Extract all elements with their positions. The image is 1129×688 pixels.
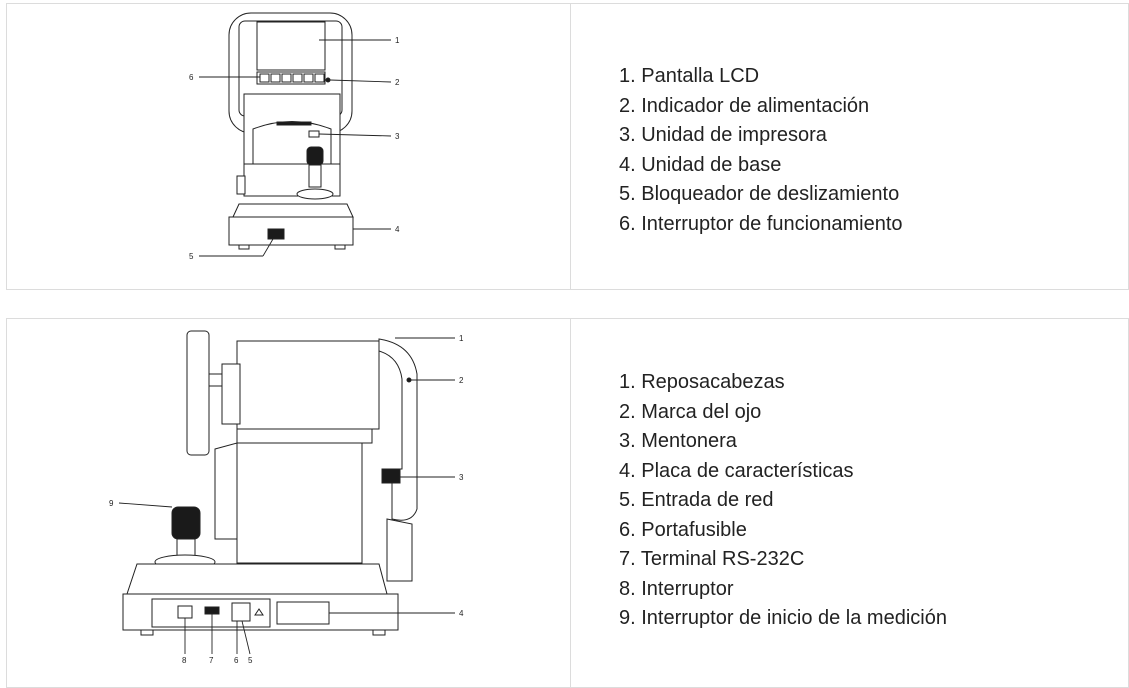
side-knob	[236, 175, 246, 195]
face-rest-column	[386, 518, 413, 582]
slide-lock	[267, 228, 285, 240]
callout-7: 7	[209, 656, 214, 665]
callout-4: 4	[395, 225, 400, 234]
head-lower-ring	[236, 428, 373, 444]
eye-mark	[406, 377, 412, 383]
legend-item: 3. Unidad de impresora	[619, 124, 827, 146]
callout-4: 4	[459, 609, 464, 618]
operation-switches	[259, 73, 325, 83]
callout-9: 9	[109, 499, 114, 508]
front-view-diagram: 1 2 3 4 5 6	[7, 4, 570, 289]
measuring-head	[236, 340, 380, 430]
legend-item: 4. Unidad de base	[619, 153, 782, 176]
legend-item: 7. Terminal RS-232C	[619, 548, 805, 570]
legend-item: 2. Marca del ojo	[619, 400, 762, 423]
joystick-shaft	[308, 164, 322, 188]
rating-plate	[276, 601, 330, 625]
callout-5: 5	[189, 252, 194, 261]
callout-1: 1	[395, 36, 400, 45]
legend-item: 8. Interruptor	[619, 577, 734, 600]
legend-item: 5. Bloqueador de deslizamiento	[619, 183, 900, 205]
callout-3: 3	[459, 473, 464, 482]
column-divider	[570, 4, 571, 289]
chin-rest	[381, 468, 401, 484]
callout-2: 2	[395, 78, 400, 87]
column-divider	[570, 319, 571, 687]
legend-item: 1. Pantalla LCD	[619, 65, 760, 87]
sliding-base	[232, 203, 354, 218]
legend-item: 6. Interruptor de funcionamiento	[619, 212, 903, 235]
lower-body	[236, 442, 363, 564]
joystick-knob	[171, 506, 201, 540]
ac-inlet	[231, 602, 251, 622]
joystick-base	[296, 188, 334, 200]
legend-item: 1. Reposacabezas	[619, 371, 785, 393]
legend-item: 9. Interruptor de inicio de la medición	[619, 607, 947, 629]
power-indicator-lamp	[325, 77, 331, 83]
side-view-diagram: 1 2 3 4 5 6 7 8 9	[7, 319, 570, 687]
callout-2: 2	[459, 376, 464, 385]
warning-symbol	[254, 608, 264, 616]
rs232c-terminal	[204, 606, 220, 615]
callout-6: 6	[189, 73, 194, 82]
front-view-legend: 1. Pantalla LCD 2. Indicador de alimenta…	[619, 62, 903, 239]
power-switch	[177, 605, 193, 619]
legend-item: 3. Mentonera	[619, 430, 737, 452]
callout-3: 3	[395, 132, 400, 141]
body-back	[214, 442, 238, 540]
legend-item: 6. Portafusible	[619, 518, 747, 541]
side-view-legend: 1. Reposacabezas 2. Marca del ojo 3. Men…	[619, 368, 947, 634]
legend-item: 5. Entrada de red	[619, 489, 774, 511]
sliding-base	[126, 563, 388, 595]
joystick-shaft	[176, 538, 196, 558]
printer-slot	[276, 121, 312, 126]
front-view-panel: 1 2 3 4 5 6 1. Pantalla LCD 2. Indicador…	[6, 3, 1129, 290]
legend-item: 2. Indicador de alimentación	[619, 94, 870, 117]
front-view-drawing: 1 2 3 4 5 6	[189, 12, 400, 261]
monitor	[186, 330, 210, 456]
callout-5: 5	[248, 656, 253, 665]
side-view-drawing: 1 2 3 4 5 6 7 8 9	[109, 330, 464, 665]
base-unit	[228, 216, 354, 246]
face-rest	[378, 338, 418, 521]
callout-1: 1	[459, 334, 464, 343]
lcd-screen	[256, 21, 326, 71]
joystick-knob	[306, 146, 324, 166]
legend-item: 4. Placa de características	[619, 459, 854, 482]
printer-button	[308, 130, 320, 138]
callout-8: 8	[182, 656, 187, 665]
head-back	[221, 363, 241, 425]
callout-6: 6	[234, 656, 239, 665]
side-view-panel: 1 2 3 4 5 6 7 8 9 1. Reposacabezas 2. Ma…	[6, 318, 1129, 688]
